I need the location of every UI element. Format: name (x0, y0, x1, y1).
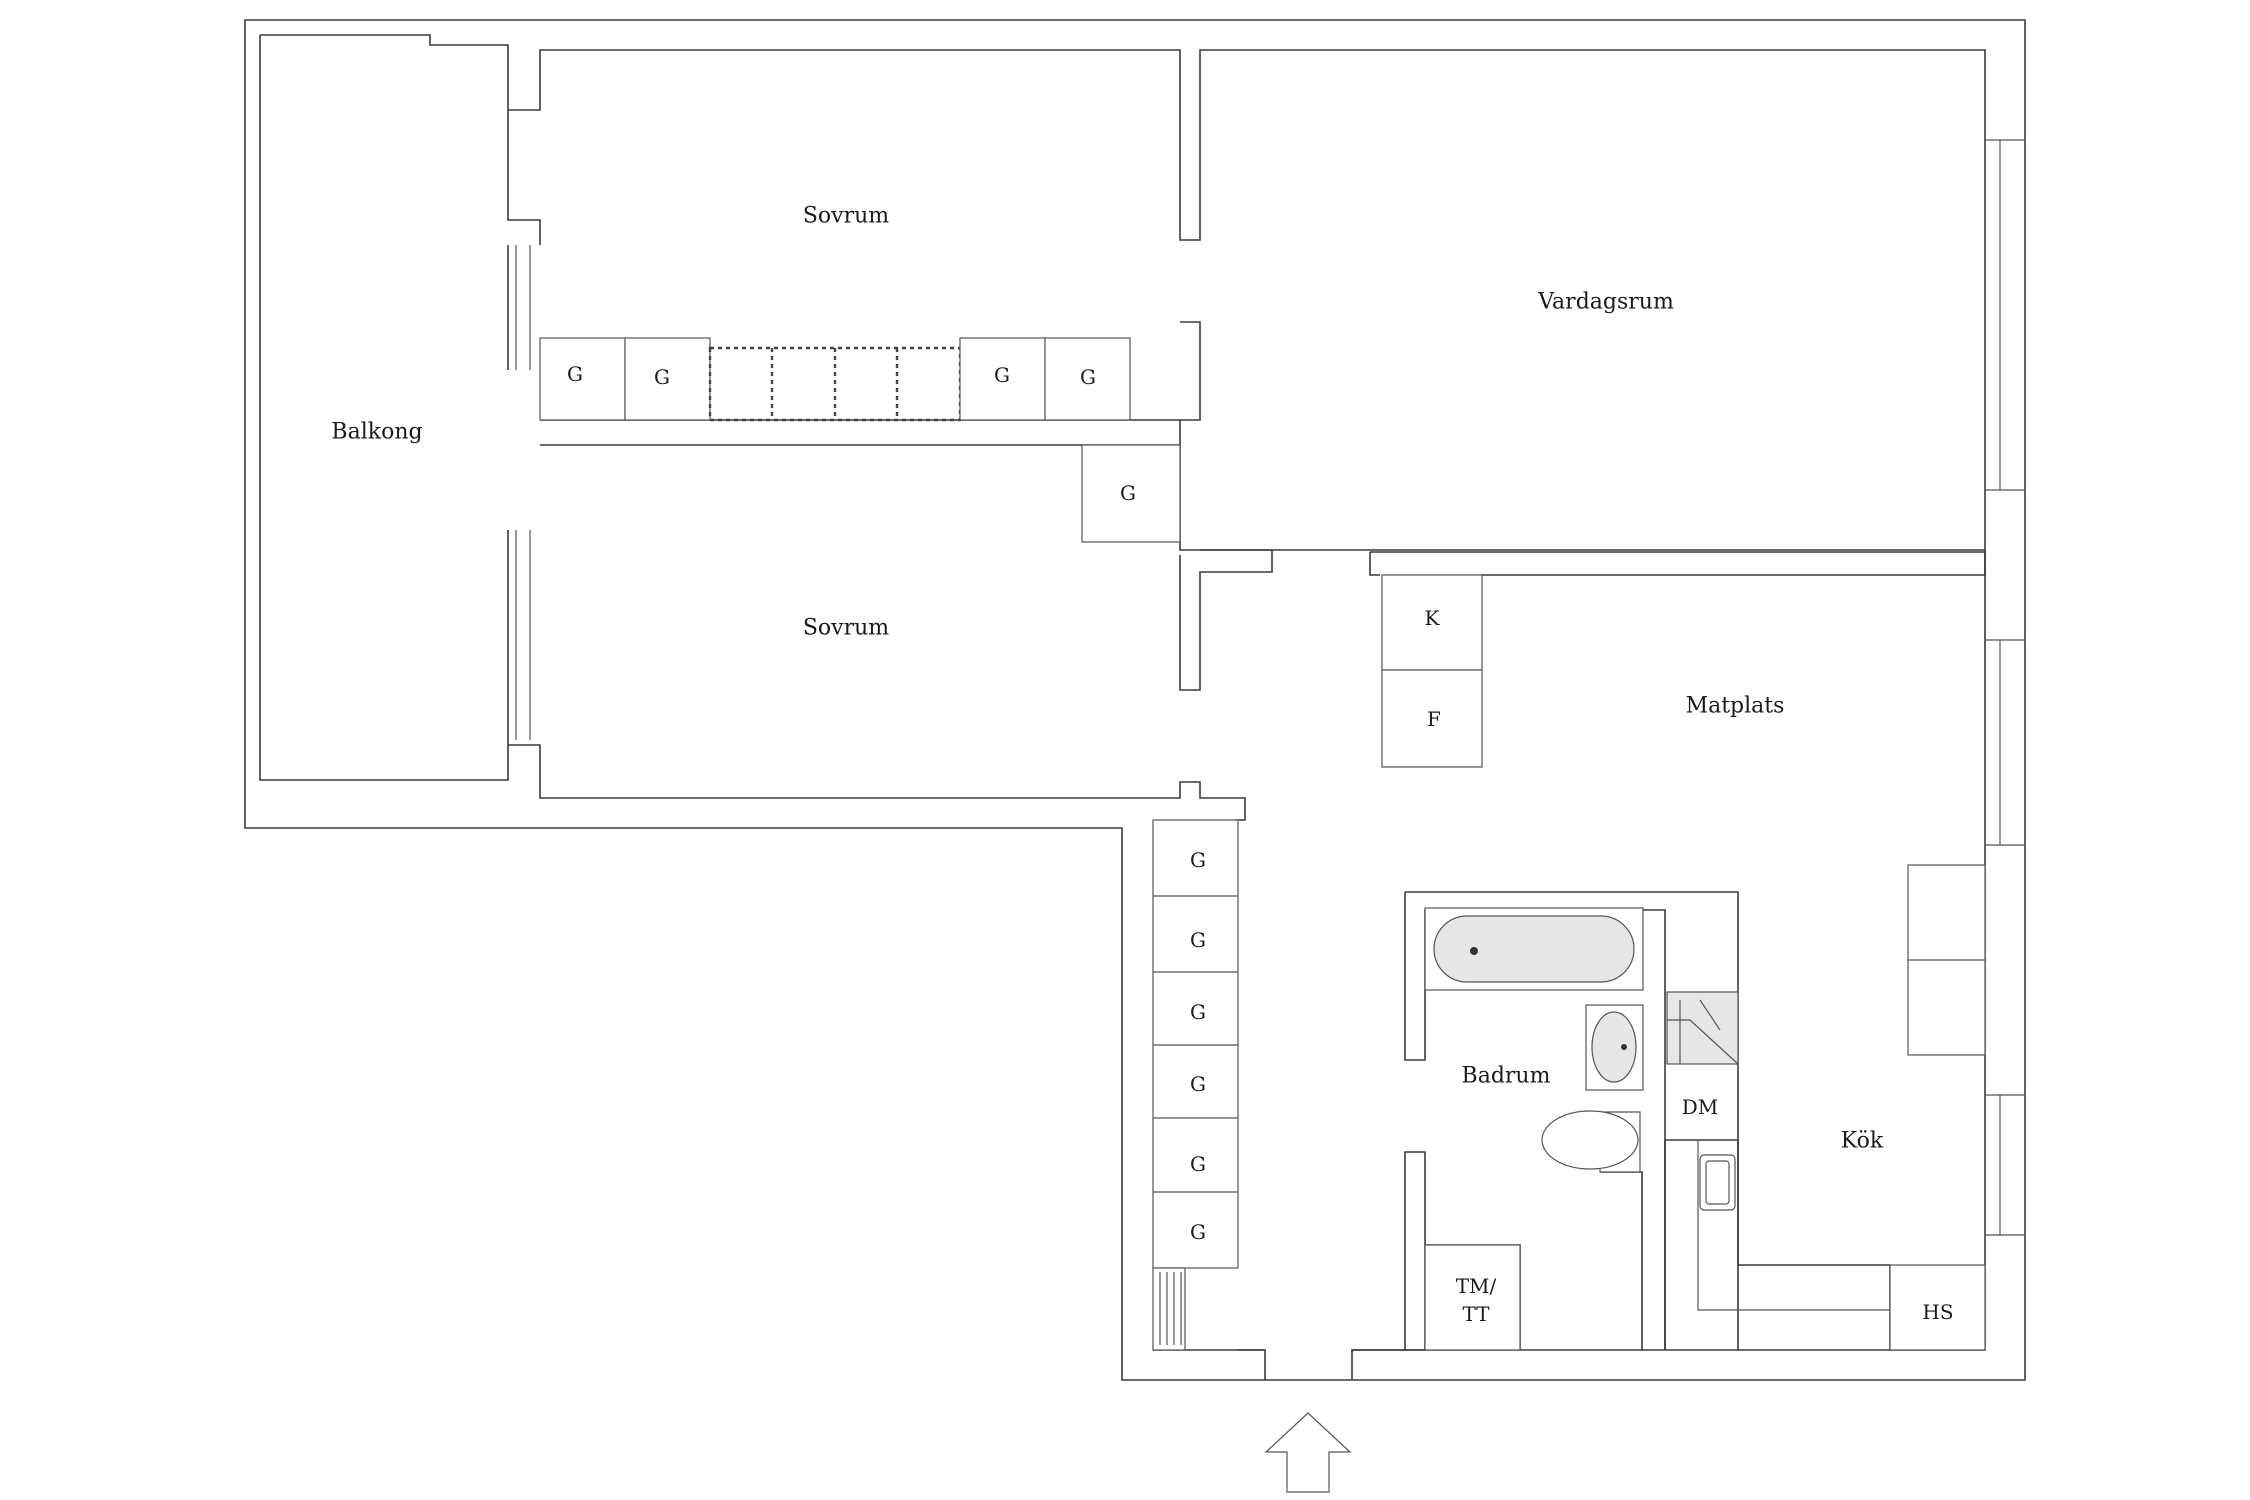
wardrobe-label: G (1190, 1220, 1206, 1244)
wardrobe-box (624, 337, 711, 421)
radiator (1152, 1267, 1186, 1351)
wardrobe-box (1044, 337, 1131, 421)
bedroom-wardrobes (539, 337, 1181, 543)
fridge-label: K (1425, 606, 1441, 630)
open-shelving (708, 346, 962, 422)
wardrobe-label: G (1190, 1000, 1206, 1024)
bathroom-fixtures (1424, 907, 1644, 1351)
wardrobe-label: G (1190, 848, 1206, 872)
room-label-badrum: Badrum (1462, 1064, 1551, 1089)
hall-wardrobe-column (1152, 819, 1239, 1269)
wardrobe-label: G (1120, 481, 1136, 505)
wardrobe-label: G (1190, 928, 1206, 952)
room-label-balkong: Balkong (331, 420, 422, 445)
sink-icon (1591, 1011, 1637, 1083)
hall-closet-box (1889, 1264, 1986, 1351)
freezer-box (1381, 669, 1483, 768)
hall-closet-label: HS (1922, 1300, 1953, 1324)
toilet-icon (1541, 1110, 1639, 1170)
wardrobe-box (1081, 444, 1181, 543)
wardrobe-label: G (567, 362, 583, 386)
room-label-sovrum-top: Sovrum (803, 204, 889, 229)
freezer-label: F (1427, 707, 1441, 731)
washer-label-line2: TT (1462, 1302, 1490, 1326)
room-label-sovrum-bottom: Sovrum (803, 616, 889, 641)
room-label-matplats: Matplats (1686, 694, 1785, 719)
wardrobe-box (959, 337, 1046, 421)
room-label-kok: Kök (1841, 1129, 1884, 1154)
wardrobe-label: G (994, 363, 1010, 387)
fridge-box (1381, 574, 1483, 671)
dishwasher-label: DM (1682, 1095, 1719, 1119)
bathtub-icon (1433, 915, 1635, 983)
kitchen-sink-icon (1699, 1154, 1736, 1211)
washer-box (1424, 1244, 1521, 1351)
interior-walls (540, 321, 1986, 1351)
entrance-arrow-icon (1264, 1412, 1352, 1493)
wardrobe-label: G (1190, 1152, 1206, 1176)
wardrobe-label: G (1190, 1072, 1206, 1096)
wardrobe-label: G (654, 365, 670, 389)
washer-label-line1: TM/ (1456, 1274, 1497, 1298)
wardrobe-label: G (1080, 365, 1096, 389)
room-label-vardagsrum: Vardagsrum (1537, 290, 1674, 315)
bathtub-drain-icon (1470, 947, 1478, 955)
kitchen-fixtures (1666, 991, 1739, 1211)
